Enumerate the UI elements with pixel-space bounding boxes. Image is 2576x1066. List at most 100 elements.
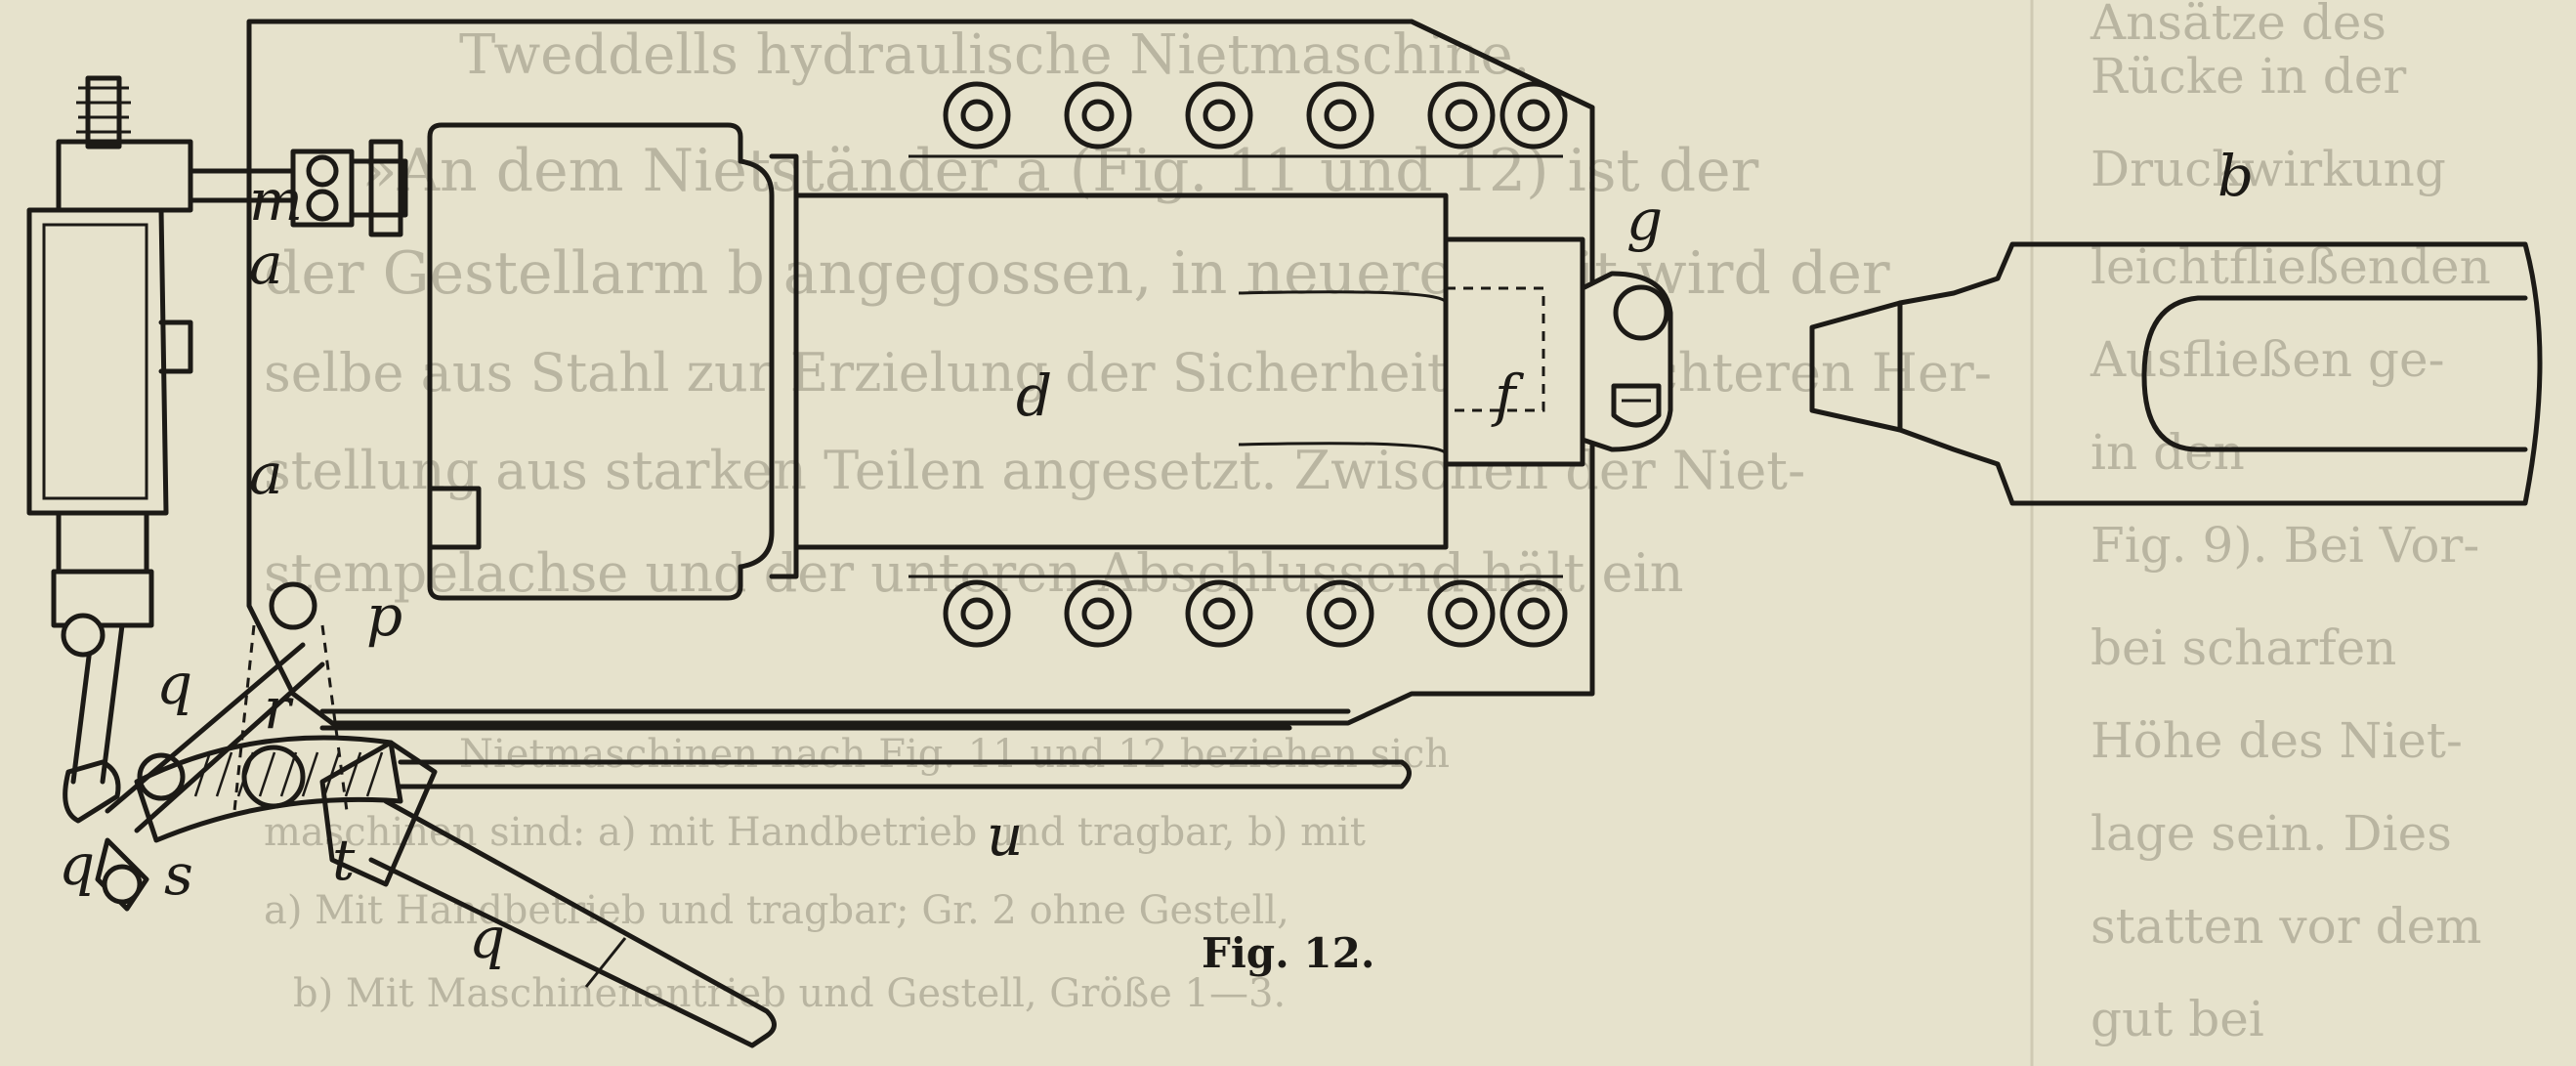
label-b: b bbox=[2217, 143, 2254, 209]
ghost-r-7: bei scharfen bbox=[2090, 619, 2396, 676]
bottom-row-bolt-3 bbox=[1185, 579, 1253, 648]
label-a-lower: a bbox=[249, 441, 283, 507]
lever-hidden-lines bbox=[232, 624, 349, 812]
counter-die-groove bbox=[2141, 295, 2528, 452]
rivet-die-slot bbox=[1611, 383, 1662, 428]
link-block bbox=[51, 569, 154, 628]
ghost-footnote-4: b) Mit Maschinenantrieb und Gestell, Grö… bbox=[293, 971, 1286, 1016]
rivet-die-head bbox=[1580, 271, 1673, 452]
label-q-lower: q bbox=[59, 831, 95, 898]
valve-flange bbox=[368, 139, 403, 237]
bolt-row-top bbox=[908, 81, 1568, 158]
valve-coupling-pin-2 bbox=[306, 189, 339, 222]
valve-screw bbox=[85, 75, 122, 149]
ghost-r-3: leichtfließenden bbox=[2090, 238, 2491, 295]
lever-foot-s bbox=[95, 837, 149, 912]
ghost-r-6: Fig. 9). Bei Vor- bbox=[2090, 517, 2479, 574]
hand-lever-grip-mark bbox=[584, 937, 627, 988]
label-q-lever: q bbox=[469, 905, 505, 971]
bottom-row-bolt-6 bbox=[1499, 579, 1568, 648]
valve-coupling-pin-1 bbox=[306, 154, 339, 188]
cylinder-lug bbox=[427, 486, 482, 550]
ghost-r-8: Höhe des Niet- bbox=[2090, 712, 2463, 769]
ghost-r-10: statten vor dem bbox=[2090, 898, 2482, 955]
ghost-r-0: Ansätze des bbox=[2090, 0, 2386, 51]
valve-nut bbox=[349, 158, 408, 218]
ghost-r-2: Druckwirkung bbox=[2090, 141, 2446, 197]
ghost-r-11: gut bei bbox=[2090, 991, 2264, 1047]
bottom-row-bolt-hole-2 bbox=[1081, 597, 1115, 630]
frame-bevel-top bbox=[1409, 19, 1595, 110]
counter-die-body bbox=[1897, 241, 2543, 506]
label-p: p bbox=[366, 582, 402, 649]
top-row-bolt-1 bbox=[943, 81, 1011, 149]
valve-housing-inner bbox=[42, 223, 148, 500]
quadrant-hatch-line bbox=[301, 751, 319, 797]
bottom-row-bolt-hole-6 bbox=[1517, 597, 1550, 630]
lever-pivot bbox=[269, 581, 317, 630]
ghost-r-1: Rücke in der bbox=[2090, 48, 2406, 105]
quadrant-t bbox=[134, 735, 403, 843]
cylinder-flange bbox=[769, 153, 799, 579]
cylinder-body bbox=[427, 122, 775, 601]
label-u: u bbox=[987, 802, 1023, 869]
bleed-through-text: Tweddells hydraulische Nietmaschine. »An… bbox=[264, 0, 2491, 1066]
ghost-r-5: in den bbox=[2090, 424, 2245, 481]
valve-coupling bbox=[290, 149, 355, 228]
label-a-upper: a bbox=[249, 231, 283, 297]
counter-die-b bbox=[1809, 241, 2543, 506]
part-labels: a a m d g f b p q r q s t u q bbox=[59, 143, 2254, 971]
top-row-bolt-5 bbox=[1427, 81, 1496, 149]
link-elbow bbox=[63, 759, 121, 824]
top-row-bolt-hole-1 bbox=[960, 99, 993, 132]
rivet-die-g bbox=[1580, 271, 1673, 452]
ghost-line-5: stempelachse und der unteren Abschlussen… bbox=[264, 542, 1684, 604]
ghost-footnote-1: Nietmaschinen nach Fig. 11 und 12 bezieh… bbox=[459, 732, 1450, 777]
rivet-die-hole bbox=[1613, 284, 1669, 341]
valve-screw-thread bbox=[76, 86, 131, 134]
ghost-line-3: selbe aus Stahl zur Erzielung der Sicher… bbox=[264, 342, 1992, 404]
label-m: m bbox=[249, 167, 303, 234]
quadrant-hatch-line bbox=[365, 751, 384, 797]
cylinder bbox=[427, 122, 799, 601]
label-q-upper: q bbox=[156, 651, 192, 717]
label-s: s bbox=[164, 841, 193, 908]
top-row-bolt-hole-2 bbox=[1081, 99, 1115, 132]
lever-q bbox=[105, 642, 306, 814]
valve-housing bbox=[26, 207, 169, 516]
ghost-footnote-3: a) Mit Handbetrieb und tragbar; Gr. 2 oh… bbox=[264, 888, 1289, 933]
quadrant-hatch-line bbox=[258, 751, 276, 797]
handle-socket bbox=[319, 740, 438, 887]
figure-caption: Fig. 12. bbox=[1202, 929, 1374, 977]
bottom-row-bolt-hole-4 bbox=[1324, 597, 1357, 630]
top-row-bolt-3 bbox=[1185, 81, 1253, 149]
label-g: g bbox=[1626, 187, 1663, 253]
machine-frame bbox=[246, 19, 1595, 726]
bottom-row-bolt-hole-5 bbox=[1445, 597, 1478, 630]
quadrant-hatch-line bbox=[215, 751, 233, 797]
quadrant-hatch-line bbox=[279, 751, 298, 797]
hand-lever-q bbox=[368, 798, 777, 1048]
ram-line-lower bbox=[1238, 442, 1448, 455]
top-row-bolt-hole-3 bbox=[1203, 99, 1236, 132]
lever-foot-pin bbox=[102, 864, 143, 905]
rod-u-lower bbox=[398, 759, 1412, 789]
die-holder-hidden bbox=[1446, 286, 1545, 412]
quadrant-hatch-line bbox=[236, 751, 255, 797]
control-rod bbox=[319, 708, 1412, 789]
top-row-bolt-hole-6 bbox=[1517, 99, 1550, 132]
quadrant-hatch-line bbox=[193, 751, 212, 797]
ram-line-upper bbox=[1238, 290, 1448, 304]
lever-linkage bbox=[51, 569, 777, 1048]
bottom-row-bolt-4 bbox=[1306, 579, 1374, 648]
ghost-heading: Tweddells hydraulische Nietmaschine. bbox=[459, 23, 1530, 87]
valve-gear bbox=[26, 75, 408, 575]
top-row-bolt-2 bbox=[1064, 81, 1132, 149]
bolt-row-bottom bbox=[908, 575, 1568, 648]
bottom-row-bolt-2 bbox=[1064, 579, 1132, 648]
top-row-bolt-4 bbox=[1306, 81, 1374, 149]
ghost-footnote-2: maschinen sind: a) mit Handbetrieb und t… bbox=[264, 810, 1366, 855]
top-row-bolt-hole-5 bbox=[1445, 99, 1478, 132]
